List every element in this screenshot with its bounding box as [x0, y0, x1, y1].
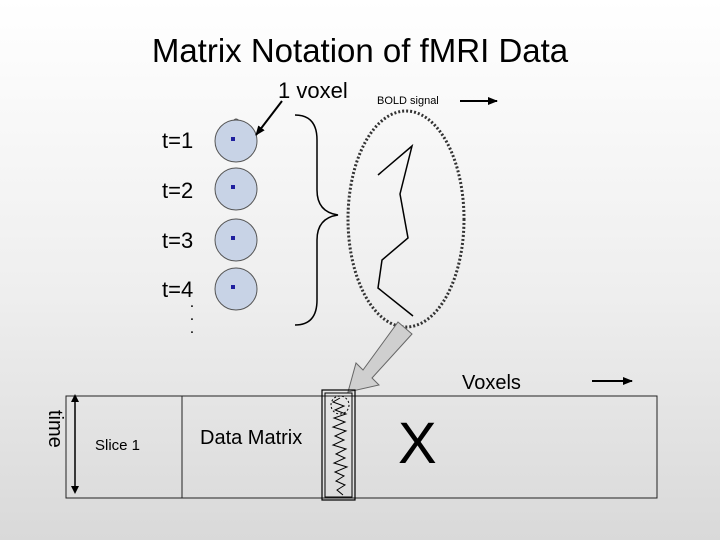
slice-label: Slice 1: [95, 437, 140, 454]
voxel-column-box: [322, 390, 355, 500]
curly-brace: [295, 115, 338, 325]
mapping-arrow: [348, 322, 412, 392]
voxels-axis-label: Voxels: [462, 372, 521, 395]
continuation-dots: . . .: [186, 296, 198, 335]
bold-signal-ellipse: [348, 111, 464, 327]
voxel-dot: [231, 285, 235, 289]
time-axis-label: time: [26, 410, 66, 450]
bold-signal-label: BOLD signal: [377, 95, 439, 107]
head-t2: [215, 168, 257, 210]
voxel-dot: [231, 236, 235, 240]
voxel-label: 1 voxel: [278, 78, 348, 104]
page-title: Matrix Notation of fMRI Data: [0, 32, 720, 70]
head-t1: [215, 119, 257, 162]
data-matrix-box: [66, 396, 657, 498]
time-point-label: t=3: [162, 228, 193, 254]
head-t3: [215, 219, 257, 261]
data-matrix-label: Data Matrix: [200, 427, 302, 450]
voxel-pointer-arrow: [256, 101, 282, 135]
voxel-dot: [231, 137, 235, 141]
bold-signal-curve: [378, 146, 413, 316]
time-point-label: t=1: [162, 128, 193, 154]
head-t4: [215, 268, 257, 310]
time-point-label: t=2: [162, 178, 193, 204]
voxel-dot: [231, 185, 235, 189]
matrix-symbol-x: X: [398, 415, 437, 473]
